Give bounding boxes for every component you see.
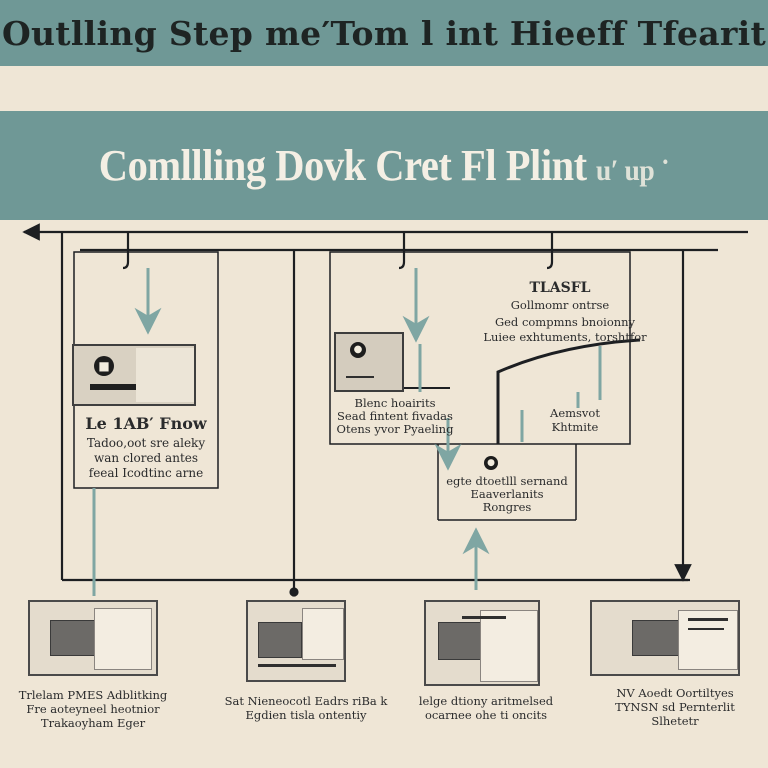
thumb-4-bar-1 bbox=[688, 618, 728, 621]
decision-icon: ● bbox=[484, 456, 498, 470]
step-thumbnail-1 bbox=[28, 600, 158, 676]
center-box-line-1: Blenc hoairits bbox=[354, 396, 436, 410]
left-box-line-1: Tadoo,oot sre aleky bbox=[86, 436, 206, 450]
left-box-line-2: wan clored antes bbox=[93, 451, 199, 465]
step-thumbnail-4 bbox=[590, 600, 740, 676]
subtitle-text: Comllling Dovk Cret Fl Plint bbox=[98, 141, 587, 190]
caption-1-line-3: Trakaoyham Eger bbox=[40, 716, 146, 730]
right-label-line-2: Khtmite bbox=[551, 420, 599, 434]
center-box-line-3: Otens yvor Pyaeling bbox=[336, 422, 454, 436]
caption-2-line-2: Egdien tisla ontentiy bbox=[245, 708, 367, 722]
junction-dot bbox=[289, 587, 299, 597]
lock-icon-2: ● bbox=[350, 342, 366, 358]
card-panel bbox=[136, 348, 194, 402]
right-curve bbox=[496, 338, 641, 444]
caption-3-line-1: lelge dtiony aritmelsed bbox=[418, 694, 554, 708]
center-card: ● bbox=[334, 332, 404, 392]
thumb-2-window bbox=[258, 622, 302, 658]
card-bar bbox=[90, 384, 138, 390]
left-box-title: Le 1AB′ Fnow bbox=[85, 414, 207, 433]
page-title: Outlling Step me′Tom l int Hieeff Tfeari… bbox=[1, 13, 767, 53]
left-card: ■ bbox=[72, 344, 196, 406]
caption-1-line-2: Fre aoteyneel heotnior bbox=[26, 702, 160, 716]
thumb-2-panel bbox=[302, 608, 344, 660]
step-thumbnail-2 bbox=[246, 600, 346, 682]
lock-icon: ■ bbox=[94, 356, 114, 376]
thumb-3-bar bbox=[462, 616, 506, 619]
hook-1 bbox=[122, 232, 130, 270]
decision-line-1: egte dtoetlll sernand bbox=[446, 474, 568, 488]
caption-1-line-1: Trlelam PMES Adblitking bbox=[18, 688, 168, 702]
caption-4-line-3: Slhetetr bbox=[651, 714, 699, 728]
decision-line-2: Eaaverlanits bbox=[470, 487, 544, 501]
center-box bbox=[329, 251, 631, 445]
hook-3 bbox=[546, 232, 554, 270]
thumb-3-panel bbox=[480, 610, 538, 682]
hook-2 bbox=[398, 232, 406, 270]
left-box-line-3: feeal Icodtinc arne bbox=[88, 466, 204, 480]
title-band: Outlling Step me′Tom l int Hieeff Tfeari… bbox=[0, 0, 768, 66]
right-upper-title: TLASFL bbox=[529, 280, 591, 296]
step-thumbnail-3 bbox=[424, 600, 540, 686]
caption-4-line-2: TYNSN sd Pernterlit bbox=[615, 700, 735, 714]
center-card-bar bbox=[346, 376, 374, 378]
right-upper-line-1: Gollmomr ontrse bbox=[510, 298, 610, 312]
thumb-1-panel bbox=[94, 608, 152, 670]
caption-3-line-2: ocarnee ohe ti oncits bbox=[424, 708, 548, 722]
caption-2-line-1: Sat Nieneocotl Eadrs riBa k bbox=[224, 694, 388, 708]
thumb-4-window bbox=[632, 620, 682, 656]
center-box-line-2: Sead fintent fivadas bbox=[337, 409, 453, 423]
decision-line-3: Rongres bbox=[482, 500, 532, 514]
thumb-4-bar-2 bbox=[688, 628, 724, 630]
thumb-1-window bbox=[50, 620, 100, 656]
right-upper-line-3: Luiee exhtuments, torshtfor bbox=[483, 330, 647, 344]
thumb-3-window bbox=[438, 622, 484, 660]
caption-4-line-1: NV Aoedt Oortiltyes bbox=[616, 686, 734, 700]
thumb-2-bar bbox=[258, 664, 336, 667]
subtitle-tail: u′ up ˙ bbox=[595, 154, 670, 187]
right-upper-line-2: Ged compmns bnoionny bbox=[494, 315, 636, 329]
right-label-line-1: Aemsvot bbox=[550, 406, 600, 420]
